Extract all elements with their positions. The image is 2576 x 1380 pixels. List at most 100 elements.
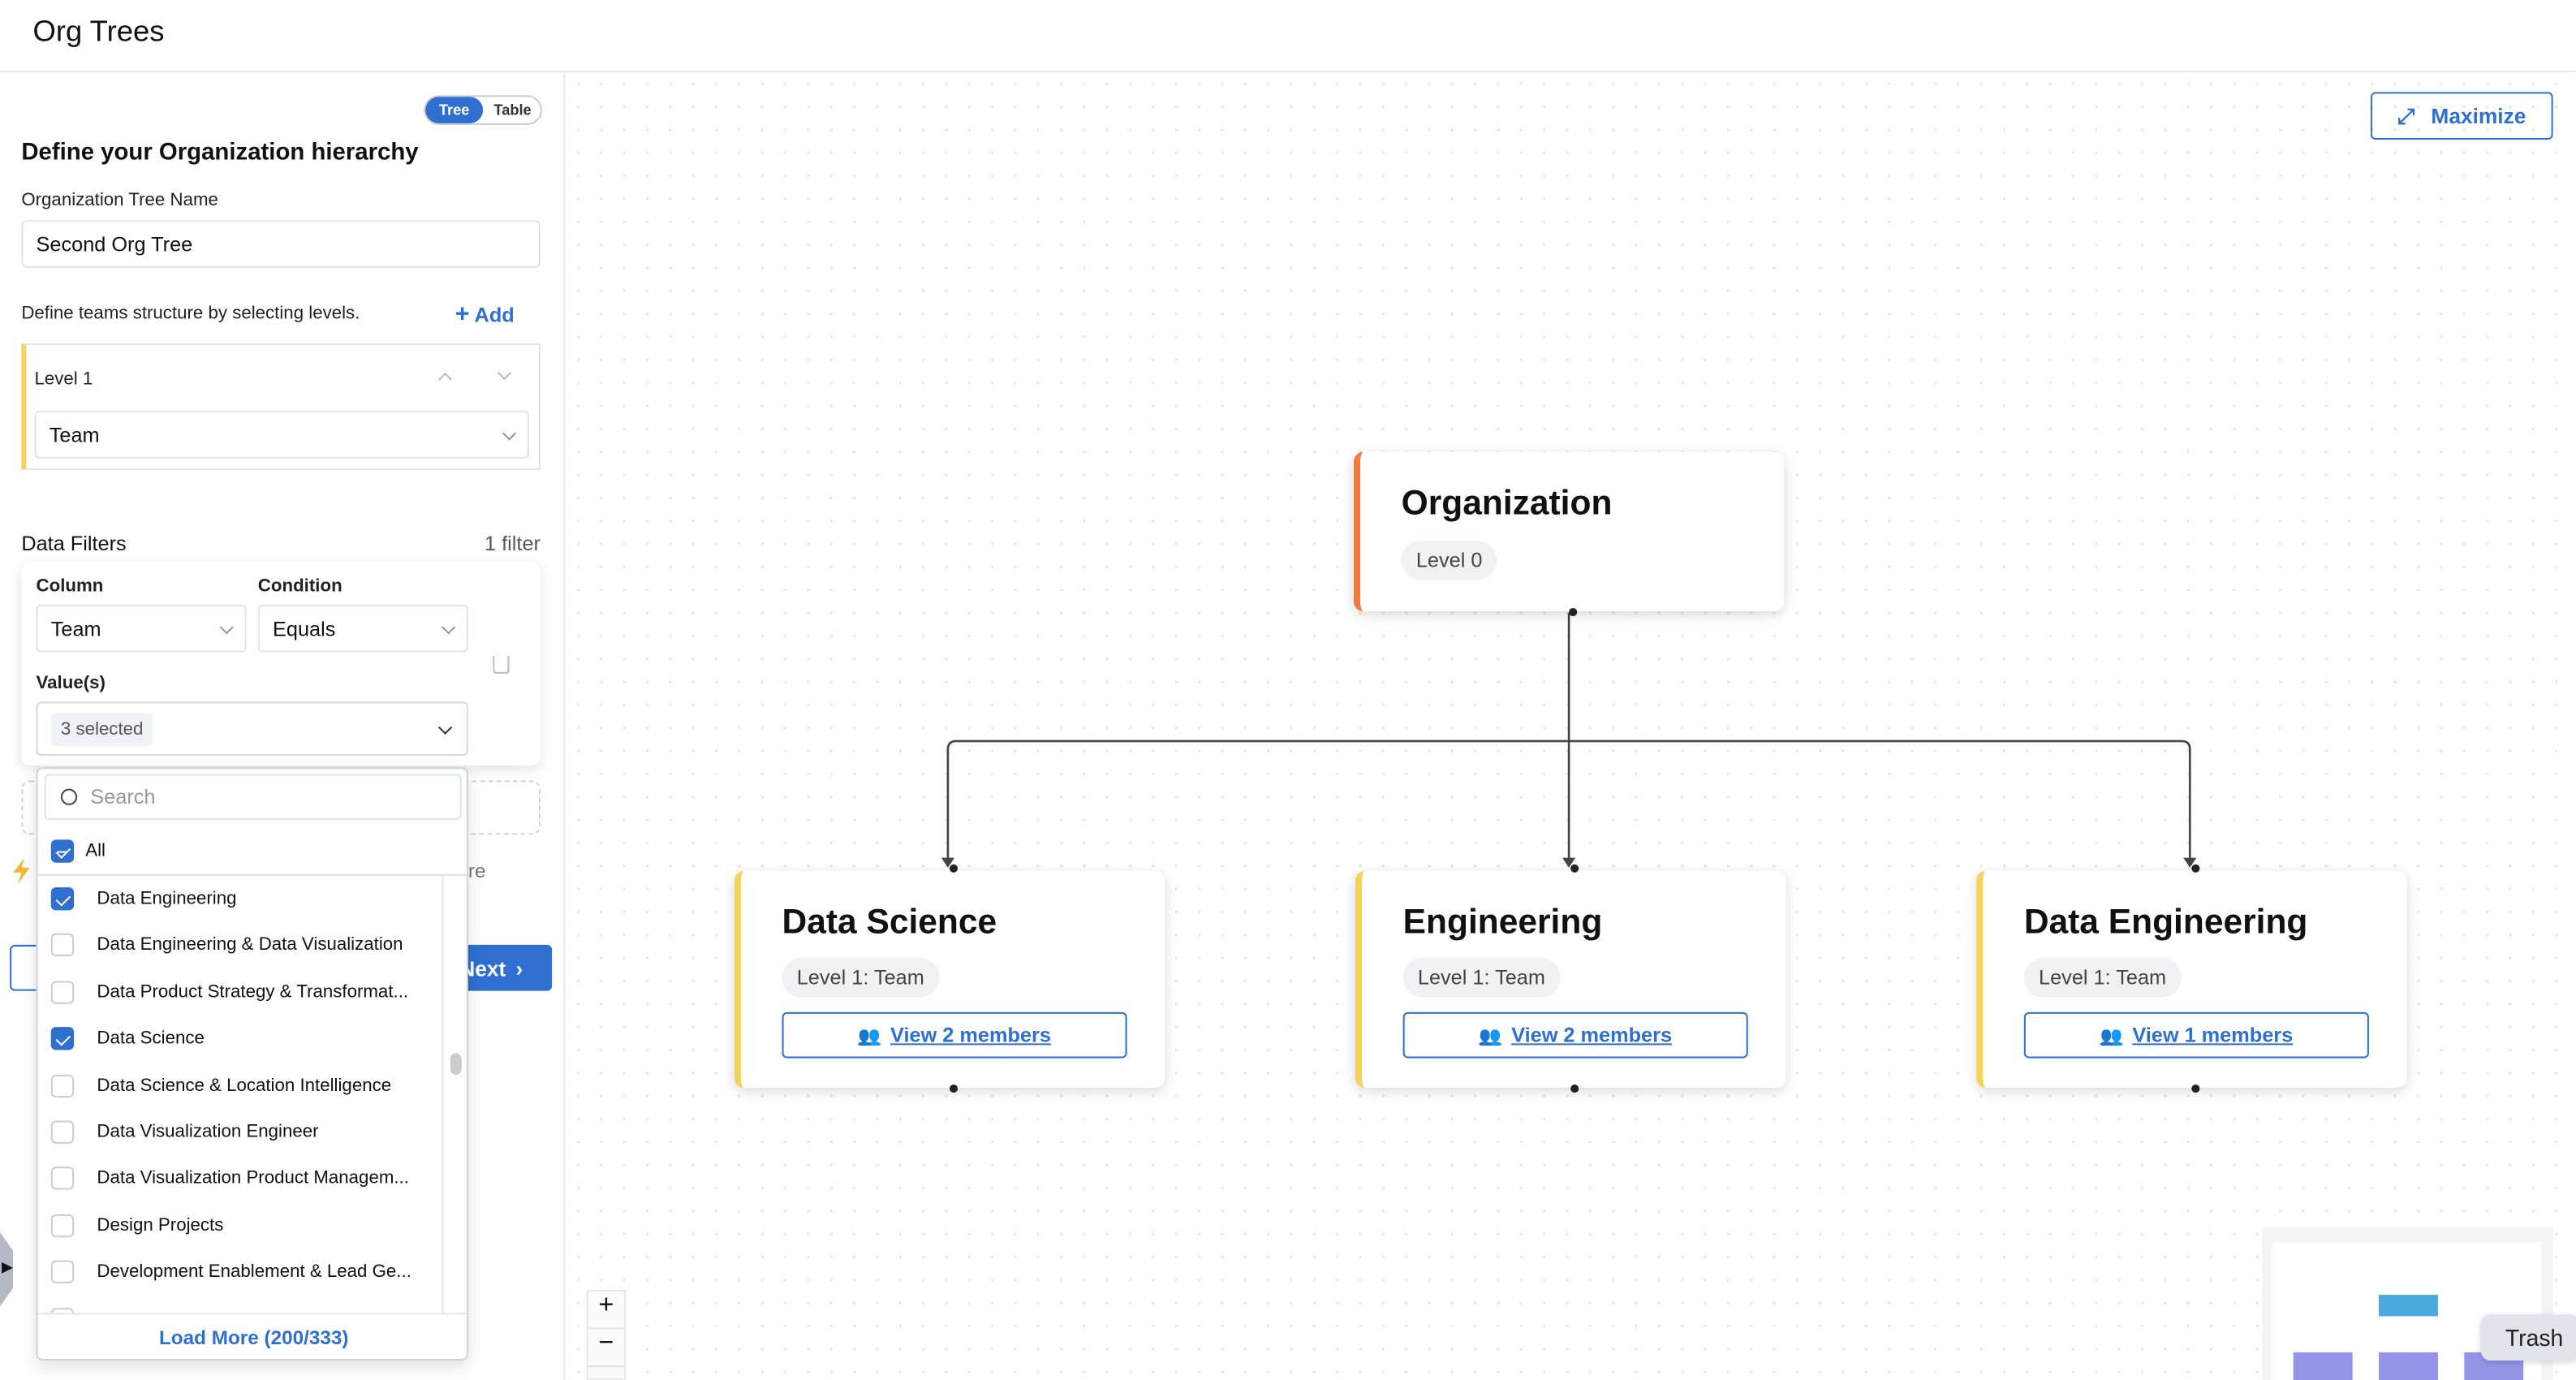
option-checkbox[interactable] bbox=[50, 1167, 75, 1191]
scrollbar-track bbox=[442, 875, 444, 1313]
level-select[interactable]: Team bbox=[34, 411, 529, 459]
filter-card: Column Condition Team Equals Value(s) 3 … bbox=[21, 562, 541, 766]
panel-collapse-handle[interactable] bbox=[0, 1232, 14, 1307]
scrollbar-thumb[interactable] bbox=[450, 1053, 462, 1075]
view-members-label: View 2 members bbox=[1511, 1024, 1673, 1047]
option-checkbox[interactable] bbox=[50, 1307, 75, 1313]
all-checkbox[interactable] bbox=[50, 839, 75, 863]
users-icon: 👥 bbox=[2100, 1026, 2123, 1046]
option-checkbox[interactable] bbox=[50, 981, 75, 1004]
option-label: Data Engineering bbox=[97, 889, 237, 909]
select-all-row[interactable]: All bbox=[37, 828, 467, 876]
values-select[interactable]: 3 selected bbox=[36, 701, 468, 757]
view-members-button[interactable]: 👥 View 1 members bbox=[2023, 1011, 2369, 1059]
maximize-label: Maximize bbox=[2431, 103, 2526, 128]
view-toggle[interactable]: Tree Table bbox=[424, 95, 542, 125]
option-item[interactable]: Data Science bbox=[38, 1016, 442, 1062]
option-checkbox[interactable] bbox=[50, 1260, 75, 1284]
add-level-button[interactable]: + Add bbox=[455, 300, 515, 328]
view-members-label: View 1 members bbox=[2132, 1024, 2294, 1047]
tree-edges bbox=[941, 613, 2197, 868]
chevron-down-icon bbox=[502, 425, 517, 440]
handle[interactable] bbox=[1569, 607, 1578, 617]
handle[interactable] bbox=[1570, 1084, 1579, 1093]
option-checkbox[interactable] bbox=[50, 1027, 75, 1050]
page-title: Org Trees bbox=[32, 15, 165, 48]
handle[interactable] bbox=[1570, 864, 1579, 873]
move-up-icon[interactable] bbox=[437, 373, 453, 387]
trash-tooltip: Trash bbox=[2480, 1314, 2576, 1361]
option-label: Data Product Strategy & Transformat... bbox=[97, 982, 409, 1003]
condition-select[interactable]: Equals bbox=[257, 604, 468, 653]
tree-canvas[interactable]: ⤢Maximize Organization Level 0 Data Scie… bbox=[566, 72, 2576, 1380]
search-icon bbox=[60, 788, 78, 805]
handle[interactable] bbox=[2191, 864, 2200, 873]
option-item[interactable]: Design Projects bbox=[38, 1202, 442, 1248]
zoom-in-button[interactable]: + bbox=[588, 1292, 625, 1330]
levels-hint: Define teams structure by selecting leve… bbox=[21, 304, 360, 324]
dropdown-search-input[interactable]: Search bbox=[44, 774, 462, 821]
option-label: Data Visualization Engineer bbox=[97, 1122, 319, 1142]
tree-name-input[interactable]: Second Org Tree bbox=[21, 220, 541, 268]
option-checkbox[interactable] bbox=[50, 887, 75, 911]
option-checkbox[interactable] bbox=[50, 934, 75, 957]
chevron-down-icon bbox=[219, 619, 234, 634]
panel-heading: Define your Organization hierarchy bbox=[21, 140, 419, 166]
option-item[interactable]: Data Visualization Engineer bbox=[38, 1109, 442, 1155]
option-checkbox[interactable] bbox=[50, 1214, 75, 1237]
filters-count: 1 filter bbox=[485, 532, 541, 556]
option-item[interactable]: Data Science & Location Intelligence bbox=[38, 1063, 442, 1109]
option-item-partial[interactable] bbox=[38, 1296, 442, 1313]
chevron-down-icon bbox=[437, 719, 453, 734]
node-root[interactable]: Organization Level 0 bbox=[1353, 451, 1785, 617]
level-badge: Level 0 bbox=[1401, 540, 1497, 580]
tree-name-label: Organization Tree Name bbox=[21, 190, 218, 211]
column-select[interactable]: Team bbox=[36, 604, 247, 653]
tab-tree[interactable]: Tree bbox=[425, 97, 484, 123]
view-members-label: View 2 members bbox=[890, 1024, 1051, 1047]
tree-name-value: Second Org Tree bbox=[36, 232, 193, 256]
level-label: Level 1 bbox=[34, 369, 93, 390]
load-more-button[interactable]: Load More (200/333) bbox=[37, 1313, 467, 1359]
view-members-button[interactable]: 👥 View 2 members bbox=[1402, 1011, 1748, 1059]
node-title: Organization bbox=[1401, 485, 1613, 523]
zoom-out-button[interactable]: − bbox=[588, 1330, 625, 1368]
option-item[interactable]: Data Engineering bbox=[38, 876, 442, 922]
users-icon: 👥 bbox=[1479, 1026, 1502, 1046]
move-down-icon[interactable] bbox=[497, 365, 512, 381]
option-item[interactable]: Data Product Strategy & Transformat... bbox=[38, 969, 442, 1016]
handle[interactable] bbox=[949, 864, 958, 873]
condition-label: Condition bbox=[257, 576, 342, 597]
node-title: Data Engineering bbox=[2023, 903, 2308, 942]
option-label: Data Visualization Product Managem... bbox=[97, 1168, 409, 1189]
maximize-button[interactable]: ⤢Maximize bbox=[2370, 92, 2553, 140]
node-title: Data Science bbox=[782, 903, 997, 942]
option-checkbox[interactable] bbox=[50, 1074, 75, 1098]
option-checkbox[interactable] bbox=[50, 1120, 75, 1144]
arrow-icon bbox=[941, 857, 955, 868]
minimap-node bbox=[2293, 1352, 2353, 1380]
option-item[interactable]: Data Engineering & Data Visualization bbox=[38, 922, 442, 968]
chevron-down-icon bbox=[442, 619, 456, 634]
hint-text: re bbox=[467, 859, 486, 882]
option-item[interactable]: Development Enablement & Lead Ge... bbox=[38, 1249, 442, 1296]
minimap-node bbox=[2379, 1352, 2438, 1380]
search-placeholder: Search bbox=[90, 785, 156, 809]
plus-icon: + bbox=[454, 300, 470, 329]
option-item[interactable]: Data Visualization Product Managem... bbox=[38, 1156, 442, 1202]
app-header: Org Trees bbox=[0, 0, 2576, 73]
column-value: Team bbox=[50, 617, 101, 640]
trash-icon[interactable] bbox=[493, 655, 510, 674]
option-label: Data Science & Location Intelligence bbox=[97, 1076, 392, 1096]
view-members-button[interactable]: 👥View 2 members bbox=[782, 1011, 1127, 1059]
level-badge: Level 1: Team bbox=[2023, 958, 2182, 998]
tab-table[interactable]: Table bbox=[493, 101, 532, 119]
handle[interactable] bbox=[949, 1084, 958, 1093]
column-label: Column bbox=[36, 576, 104, 597]
option-label: Data Engineering & Data Visualization bbox=[97, 935, 403, 955]
handle[interactable] bbox=[2191, 1084, 2200, 1093]
